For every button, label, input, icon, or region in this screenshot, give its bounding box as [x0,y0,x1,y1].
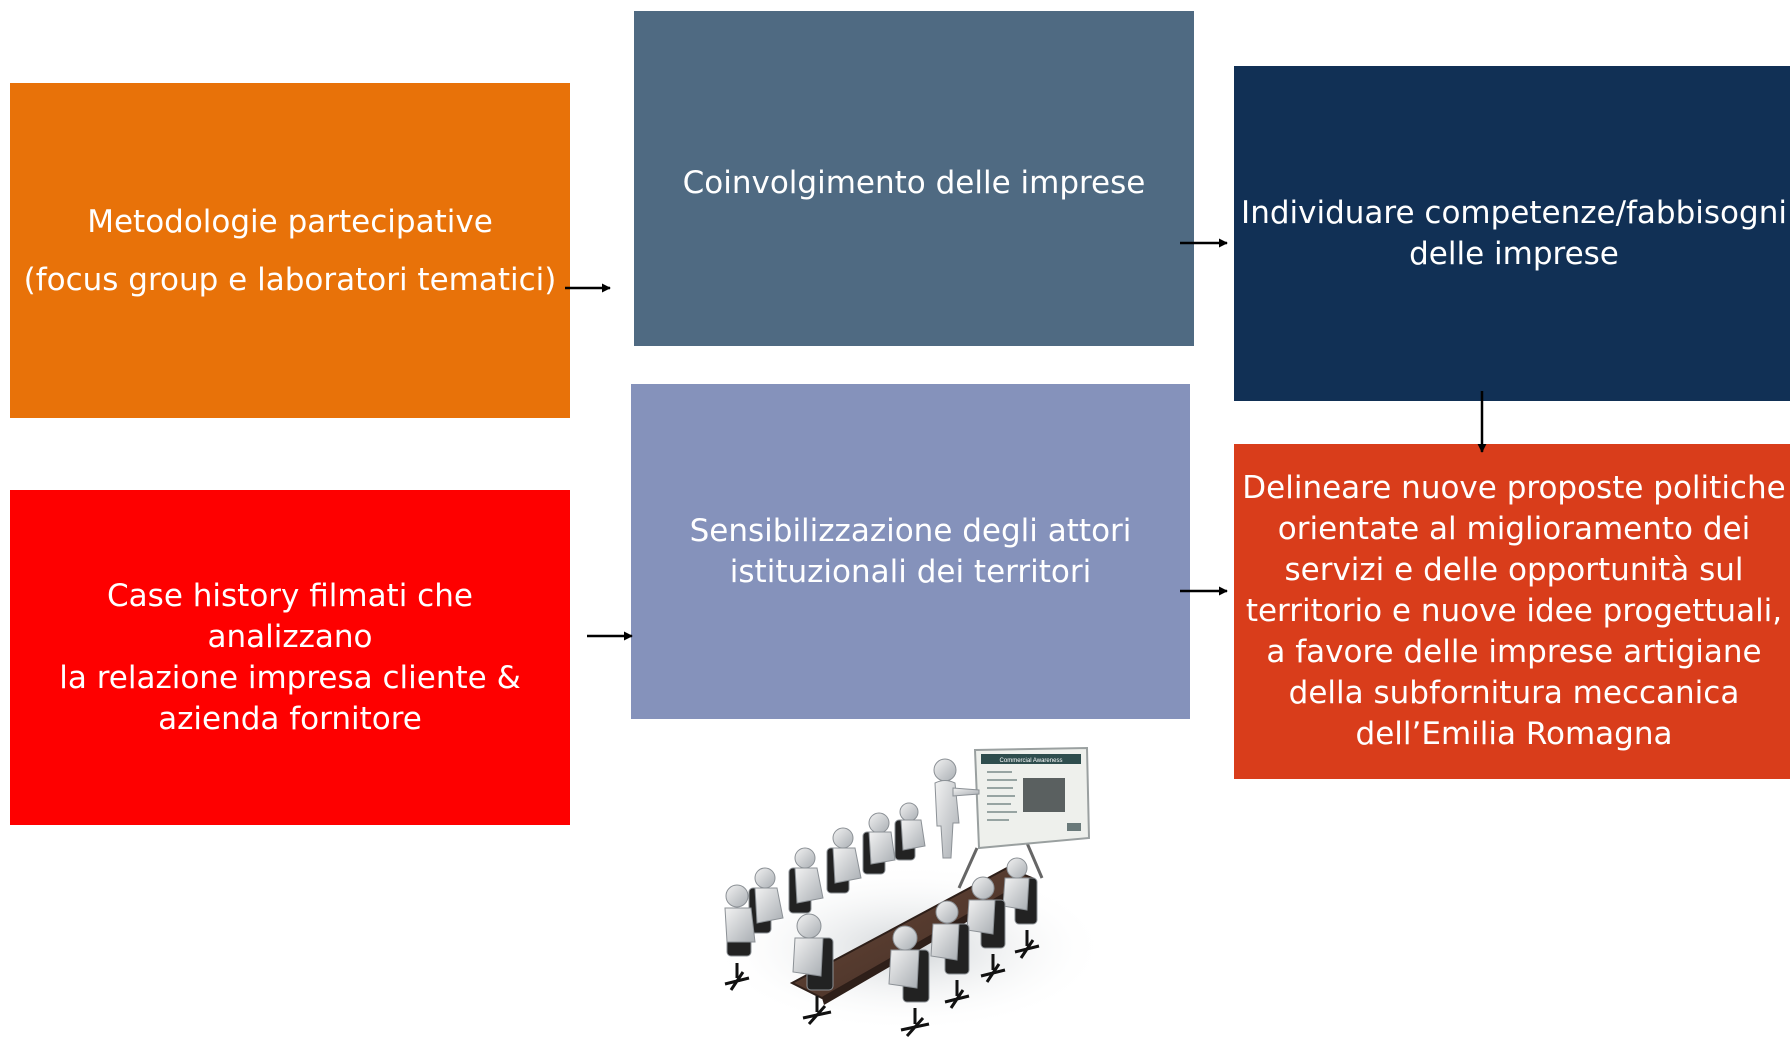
box-case-history-text: Case history filmati che analizzano la r… [22,576,558,740]
board-title: Commercial Awareness [1000,758,1063,764]
box-line: territorio e nuove idee progettuali, [1245,593,1783,629]
box-sensibilizzazione: Sensibilizzazione degli attori istituzio… [631,384,1190,719]
box-delineare: Delineare nuove proposte politiche orien… [1234,444,1790,779]
box-line: Coinvolgimento delle imprese [682,165,1146,201]
box-line: servizi e delle opportunità sul [1284,552,1744,588]
box-line: a favore delle imprese artigiane [1266,634,1762,670]
chair-bases [724,930,1040,1037]
box-line: dell’Emilia Romagna [1355,716,1673,752]
box-line: delle imprese [1409,235,1619,272]
seated-people [748,802,926,934]
box-line: Sensibilizzazione degli attori [689,512,1132,549]
box-sensibilizzazione-text: Sensibilizzazione degli attori istituzio… [690,511,1132,593]
box-line: azienda fornitore [158,700,422,737]
box-line: la relazione impresa cliente & [59,659,521,696]
box-line: orientate al miglioramento dei [1277,511,1751,547]
box-delineare-text: Delineare nuove proposte politiche orien… [1242,468,1785,755]
box-line: Metodologie partecipative [87,203,493,240]
box-individuare-text: Individuare competenze/fabbisogni delle … [1241,193,1787,275]
box-line: Individuare competenze/fabbisogni [1241,194,1787,231]
meeting-icon: Commercial Awareness [709,746,1109,1037]
box-line: Case history filmati che analizzano [107,577,473,655]
seated-people-front [724,857,1038,1003]
box-line: istituzionali dei territori [729,553,1092,590]
box-line: della subfornitura meccanica [1288,675,1740,711]
box-case-history: Case history filmati che analizzano la r… [10,490,570,825]
box-line: Delineare nuove proposte politiche [1242,470,1786,506]
presenter-figure [933,758,980,859]
box-line: (focus group e laboratori tematici) [23,261,557,298]
whiteboard: Commercial Awareness [957,746,1091,889]
meeting-illustration: Commercial Awareness [697,728,1121,1041]
box-metodologie-text: Metodologie partecipative (focus group e… [24,193,557,309]
box-coinvolgimento: Coinvolgimento delle imprese [634,11,1194,346]
box-metodologie: Metodologie partecipative (focus group e… [10,83,570,418]
box-coinvolgimento-text: Coinvolgimento delle imprese [683,163,1146,204]
box-individuare: Individuare competenze/fabbisogni delle … [1234,66,1790,401]
